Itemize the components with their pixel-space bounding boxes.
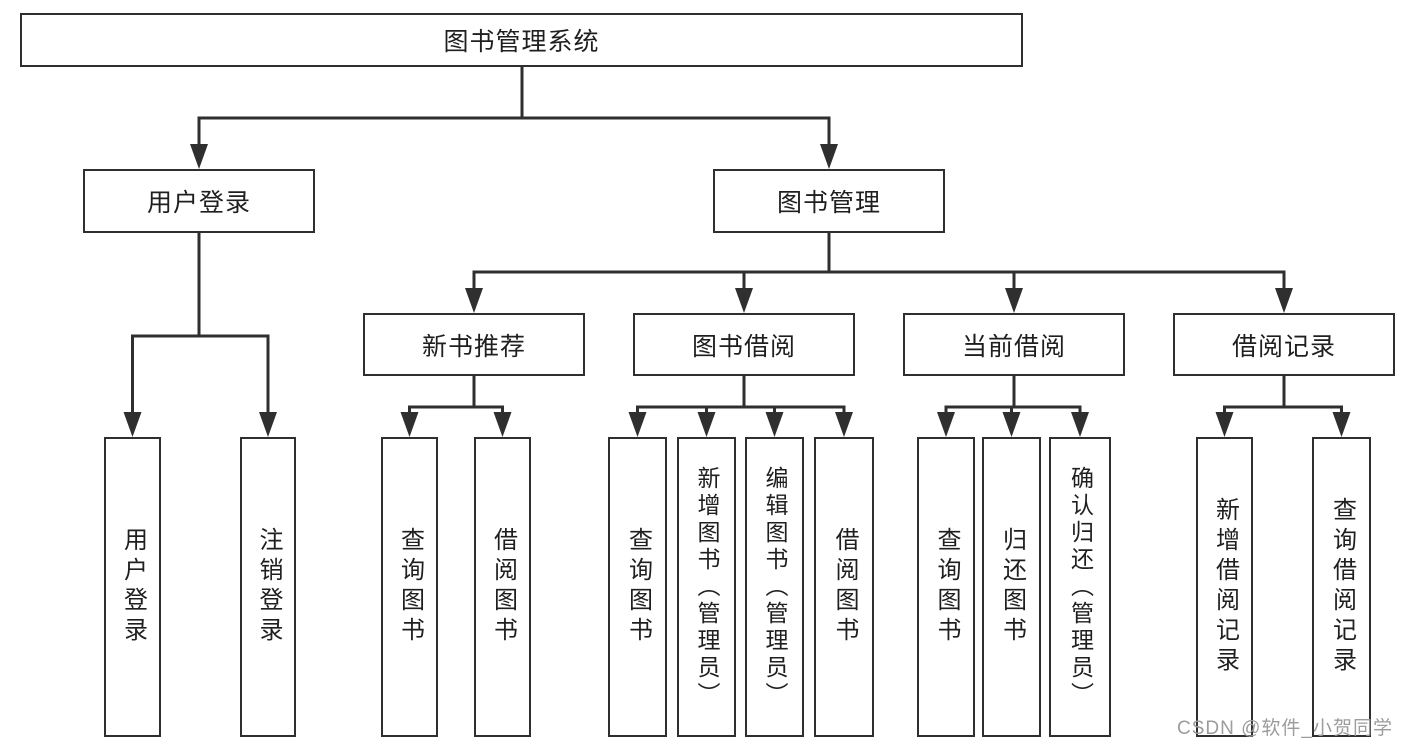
node-book-borrow: 图书借阅 xyxy=(633,313,855,376)
leaf-query-books-current: 查询图书 xyxy=(917,437,975,737)
connector-root-to-level2 xyxy=(190,67,838,169)
leaf-query-books-rec: 查询图书 xyxy=(381,437,438,737)
connector-currentborrow-to-leaves xyxy=(937,376,1089,437)
node-borrow-records: 借阅记录 xyxy=(1173,313,1395,376)
leaf-confirm-return-admin: 确认归还（管理员） xyxy=(1049,437,1111,737)
connector-userlogin-to-leaves xyxy=(123,233,277,437)
node-user-login: 用户登录 xyxy=(83,169,315,233)
leaf-edit-books-admin: 编辑图书（管理员） xyxy=(745,437,804,737)
node-current-borrow: 当前借阅 xyxy=(903,313,1125,376)
leaf-query-books-borrow: 查询图书 xyxy=(608,437,667,737)
connector-records-to-leaves xyxy=(1215,376,1351,437)
leaf-return-books: 归还图书 xyxy=(982,437,1041,737)
leaf-add-borrow-record: 新增借阅记录 xyxy=(1196,437,1253,737)
leaf-user-login: 用户登录 xyxy=(104,437,161,737)
node-book-management: 图书管理 xyxy=(713,169,945,233)
node-new-book-recommend: 新书推荐 xyxy=(363,313,585,376)
connector-newbook-to-leaves xyxy=(400,376,512,437)
leaf-borrow-books: 借阅图书 xyxy=(814,437,874,737)
node-root-system: 图书管理系统 xyxy=(20,13,1023,67)
connector-bookmgmt-to-level3 xyxy=(465,233,1293,313)
leaf-logout: 注销登录 xyxy=(240,437,296,737)
leaf-add-books-admin: 新增图书（管理员） xyxy=(677,437,736,737)
leaf-borrow-books-rec: 借阅图书 xyxy=(474,437,531,737)
watermark: CSDN @软件_小贺同学 xyxy=(1177,718,1393,739)
leaf-query-borrow-record: 查询借阅记录 xyxy=(1312,437,1371,737)
connector-bookborrow-to-leaves xyxy=(628,376,853,437)
